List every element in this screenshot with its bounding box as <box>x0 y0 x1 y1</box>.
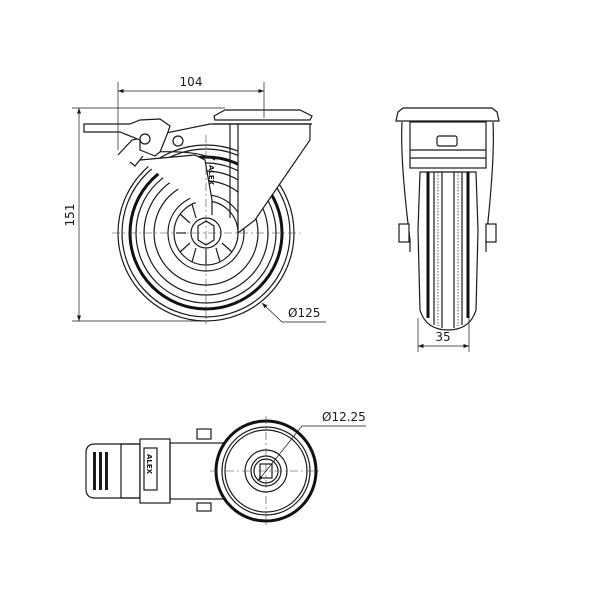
dimension-label-d125: Ø125 <box>288 306 320 320</box>
front-fork <box>401 121 494 252</box>
top-view: ALEX Ø12.25 <box>85 410 366 526</box>
front-wheel <box>417 171 479 331</box>
dimension-label-d12-25: Ø12.25 <box>322 410 366 424</box>
dimension-label-151: 151 <box>63 204 77 227</box>
dimension-label-35: 35 <box>435 330 450 344</box>
dimension-mount-offset: 104 <box>117 75 265 150</box>
front-axle-nuts <box>398 223 497 243</box>
front-top-plate <box>395 107 500 122</box>
top-brake-pedal <box>85 443 141 499</box>
dimension-total-height: 151 <box>63 107 225 322</box>
top-body: ALEX <box>139 428 231 512</box>
top-brand-logo: ALEX <box>145 454 153 475</box>
dimension-wheel-width: 35 <box>417 318 470 352</box>
side-brand-logo: ALEX <box>207 165 215 186</box>
side-view: ALEX 104 151 Ø125 <box>63 75 326 325</box>
dimension-label-104: 104 <box>180 75 203 89</box>
dimension-bolt-hole: Ø12.25 <box>257 410 366 482</box>
side-top-plate <box>213 109 313 125</box>
front-view: 35 <box>395 107 500 352</box>
side-brake-lever <box>83 118 184 167</box>
dimension-wheel-diameter: Ø125 <box>261 302 326 323</box>
